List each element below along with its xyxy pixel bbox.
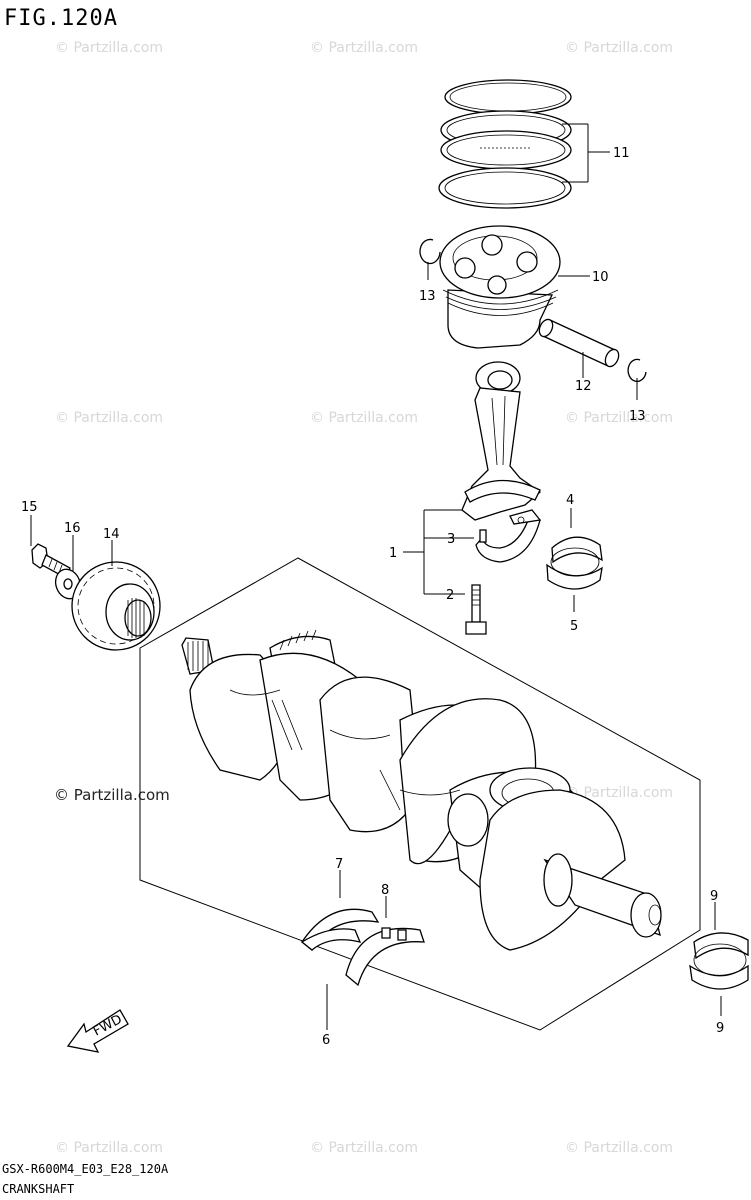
watermark: © Partzilla.com bbox=[565, 410, 674, 426]
watermark-primary: © Partzilla.com bbox=[54, 786, 170, 804]
rod-bolt bbox=[465, 584, 487, 635]
piston-rings bbox=[438, 79, 572, 209]
callout-8: 8 bbox=[381, 883, 389, 898]
callout-7: 7 bbox=[335, 857, 343, 872]
fwd-arrow: FWD bbox=[66, 1009, 129, 1053]
circlip-right bbox=[627, 358, 647, 383]
thrust-bearing-8 bbox=[345, 927, 425, 987]
piston-pin bbox=[538, 318, 620, 368]
watermark: © Partzilla.com bbox=[565, 785, 674, 801]
figure-title: FIG.120A bbox=[4, 6, 118, 31]
callout-5: 5 bbox=[570, 619, 578, 634]
callout-6: 6 bbox=[322, 1033, 330, 1048]
model-code: GSX-R600M4_E03_E28_120A bbox=[2, 1162, 169, 1176]
watermark: © Partzilla.com bbox=[55, 410, 164, 426]
callout-11: 11 bbox=[613, 146, 630, 161]
piston bbox=[439, 225, 561, 349]
callout-13: 13 bbox=[629, 409, 646, 424]
circlip-left bbox=[419, 238, 441, 265]
callout-14: 14 bbox=[103, 527, 120, 542]
journal-bearing bbox=[689, 932, 749, 990]
callout-12: 12 bbox=[575, 379, 592, 394]
callout-2: 2 bbox=[446, 588, 454, 603]
watermark: © Partzilla.com bbox=[310, 40, 419, 56]
watermark: © Partzilla.com bbox=[55, 40, 164, 56]
callout-13: 13 bbox=[419, 289, 436, 304]
connecting-rod bbox=[461, 361, 542, 521]
callout-4: 4 bbox=[566, 493, 574, 508]
watermark: © Partzilla.com bbox=[565, 1140, 674, 1156]
callout-9: 9 bbox=[710, 889, 718, 904]
callout-9: 9 bbox=[716, 1021, 724, 1036]
thrust-bearing-7 bbox=[300, 908, 380, 951]
rod-bearing bbox=[546, 536, 603, 590]
callouts: 11 10 13 12 13 4 3 1 2 5 15 16 14 7 8 9 … bbox=[21, 146, 724, 1048]
callout-15: 15 bbox=[21, 500, 38, 515]
watermark: © Partzilla.com bbox=[310, 1140, 419, 1156]
section-name: CRANKSHAFT bbox=[2, 1182, 75, 1196]
watermark: © Partzilla.com bbox=[565, 40, 674, 56]
callout-1: 1 bbox=[389, 546, 397, 561]
leader-lines bbox=[30, 123, 722, 1030]
rod-cap bbox=[475, 509, 542, 563]
assembly-boundary bbox=[139, 557, 701, 1031]
callout-3: 3 bbox=[447, 532, 455, 547]
watermark: © Partzilla.com bbox=[55, 1140, 164, 1156]
dowel-pin bbox=[479, 529, 487, 543]
crankshaft bbox=[181, 629, 662, 951]
callout-16: 16 bbox=[64, 521, 81, 536]
callout-10: 10 bbox=[592, 270, 609, 285]
sprocket-14 bbox=[71, 561, 161, 651]
watermark: © Partzilla.com bbox=[310, 410, 419, 426]
